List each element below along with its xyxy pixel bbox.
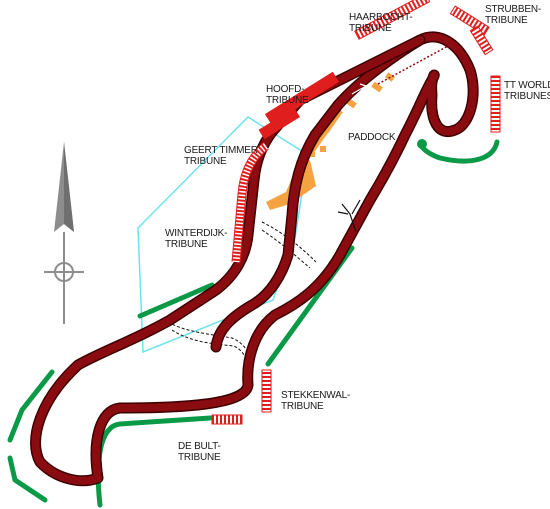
label-hoofd-tribune: HOOFD-TRIBUNE (266, 84, 309, 106)
grass-strip-west (7, 369, 55, 443)
stand-strubben (449, 5, 490, 36)
stand-stekkenwal (261, 369, 272, 413)
label-haarbocht-tribune: HAARBOCHT-TRIBUNE (349, 12, 413, 34)
grass-patch-ttworld (417, 139, 427, 149)
stand-hoofd-2 (258, 107, 300, 140)
bridge-icon (337, 199, 361, 233)
race-track (30, 31, 479, 487)
label-paddock: PADDOCK (348, 132, 396, 143)
stand-hoofd (264, 71, 340, 125)
direction-arrow-icon (351, 83, 367, 95)
label-de-bult-tribune: DE BULT-TRIBUNE (178, 441, 221, 463)
label-stekkenwal-tribune: STEKKENWAL-TRIBUNE (281, 390, 351, 412)
grass-strip-ttworld (417, 139, 500, 164)
stand-haarbocht (354, 0, 431, 40)
grass-strip-winterdijk (137, 282, 215, 319)
grass-strip-southwest (7, 455, 48, 503)
stand-ttworld (490, 75, 501, 133)
north-arrow-icon (44, 142, 84, 324)
stand-debult (211, 414, 243, 425)
stand-strubben-2 (469, 25, 494, 56)
label-winterdijk-tribune: WINTERDIJK-TRIBUNE (165, 228, 228, 250)
grandstands (211, 0, 501, 425)
label-strubben-tribune: STRUBBEN-TRIBUNE (485, 4, 541, 26)
